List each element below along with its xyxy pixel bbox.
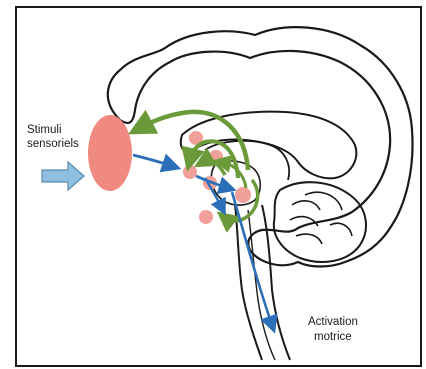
label-output-line2: motrice	[314, 331, 352, 343]
figure-frame	[16, 7, 421, 366]
brain-outline	[108, 27, 413, 266]
nucleus-dot	[183, 165, 197, 179]
nucleus-dot	[199, 210, 213, 224]
cerebellum-folia	[290, 192, 352, 244]
sensory-cortex	[88, 115, 132, 191]
green-arrow	[222, 162, 246, 188]
input-arrow	[42, 162, 84, 190]
label-input-line2: sensoriels	[27, 138, 79, 150]
label-input-line1: Stimuli	[27, 124, 62, 136]
blue-arrow	[133, 155, 172, 166]
label-output-line1: Activation	[308, 316, 358, 328]
nucleus-dot	[235, 187, 251, 203]
